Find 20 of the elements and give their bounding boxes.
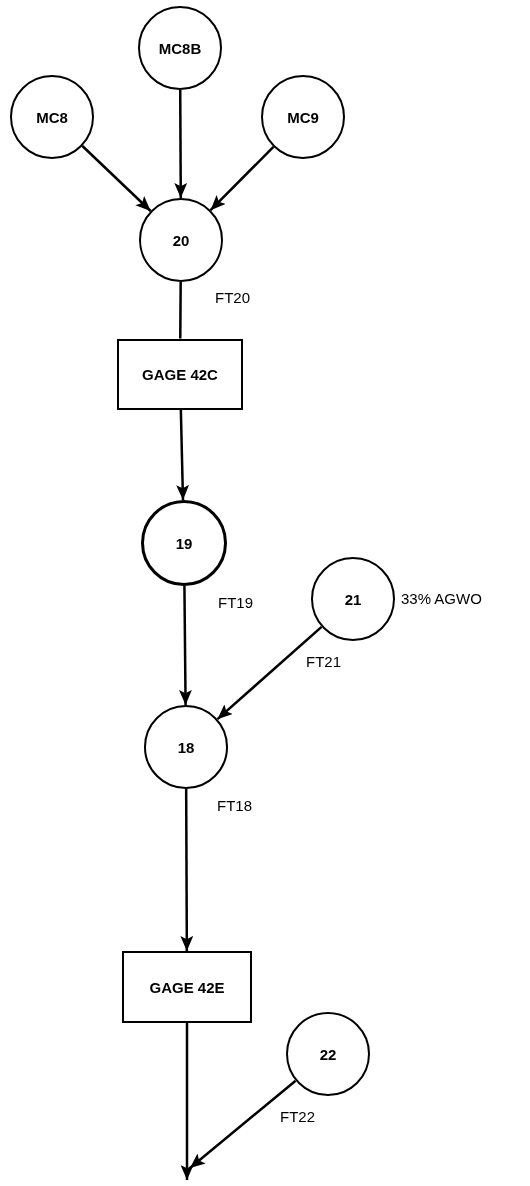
process-box: GAGE 42C: [117, 338, 243, 410]
arrow: [180, 789, 194, 951]
node-circle: 22: [286, 1012, 370, 1096]
arrow: [179, 586, 192, 705]
arrow: [174, 90, 188, 198]
node-circle: 19: [141, 500, 227, 586]
arrow: [81, 145, 152, 212]
node-circle: MC8B: [138, 6, 222, 90]
process-box: GAGE 42E: [122, 951, 252, 1023]
arrow: [180, 1023, 194, 1180]
arrow: [176, 409, 190, 501]
node-circle: MC9: [261, 75, 345, 159]
arrow: [216, 625, 323, 721]
arrow: [209, 145, 275, 212]
arrow: [189, 1079, 297, 1169]
node-circle: 20: [139, 198, 223, 282]
node-circle: MC8: [10, 75, 94, 159]
node-caption: 33% AGWO: [401, 590, 482, 608]
node-circle: 21: [311, 557, 395, 641]
node-circle: 18: [144, 705, 228, 789]
